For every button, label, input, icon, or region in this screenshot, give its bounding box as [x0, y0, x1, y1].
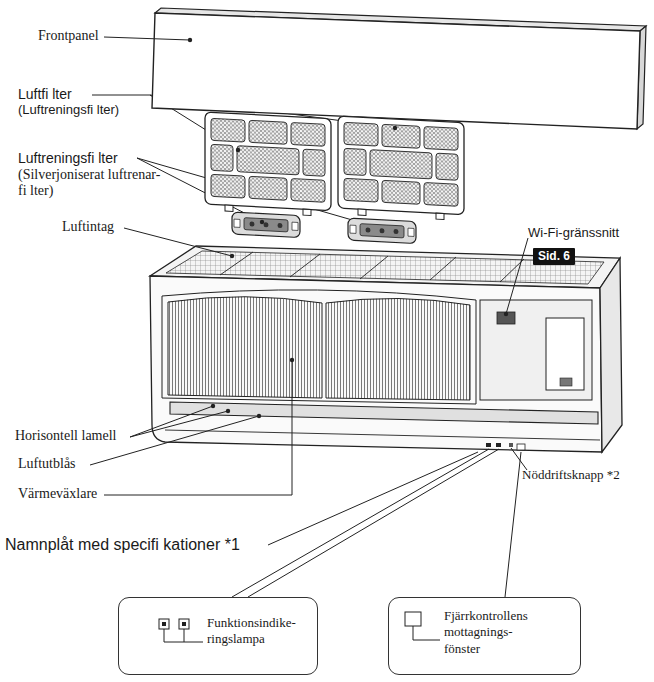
- silver-filter: [348, 218, 416, 244]
- leader-line: [124, 228, 232, 256]
- connector: [560, 378, 572, 386]
- leader-dot: [211, 404, 215, 408]
- leader-dot: [260, 220, 264, 224]
- receiver-symbol: [405, 612, 421, 626]
- leader-dot: [236, 148, 240, 152]
- silver-filter: [232, 212, 300, 238]
- part-label: Luftutblås: [18, 456, 76, 472]
- divider-line: [360, 256, 388, 279]
- part-label: Horisontell lamell: [15, 428, 116, 444]
- bottom-edge: [165, 430, 600, 440]
- wifi-module: [497, 312, 515, 324]
- divider-line: [220, 252, 253, 275]
- part-label: Värmeväxlare: [18, 486, 97, 502]
- leader-line: [104, 37, 190, 40]
- unit-side: [600, 258, 622, 452]
- control-box: [546, 318, 584, 390]
- electrical-section: [480, 300, 592, 400]
- emergency-button: [509, 443, 513, 447]
- leader-dot: [290, 358, 294, 362]
- air-filter: [205, 112, 331, 217]
- heat-exchanger: [326, 298, 470, 400]
- leader-line: [505, 452, 521, 597]
- part-label: Luftintag: [62, 219, 114, 235]
- indoor-unit: [150, 246, 622, 452]
- leader-dot: [226, 409, 230, 413]
- panel-face: [152, 13, 640, 129]
- part-label: Luftreningsfi lter: [18, 150, 118, 166]
- lamp-symbol: [162, 622, 166, 626]
- callout-box: Fjärrkontrollens mottagnings- fönster: [388, 597, 581, 675]
- heat-exchanger: [168, 297, 322, 398]
- leader-line: [104, 360, 292, 495]
- leader-line: [248, 449, 499, 597]
- divider-line: [500, 259, 524, 282]
- part-label: (Luftreningsfi lter): [18, 103, 119, 118]
- indicator-lamp: [496, 443, 501, 447]
- node-text: Sid. 6: [538, 249, 570, 264]
- leader-dot: [257, 414, 261, 418]
- leader-dots: [188, 38, 508, 418]
- leader-dot: [230, 254, 234, 258]
- leader-line: [130, 411, 228, 437]
- horizontal-louver: [170, 402, 598, 424]
- node-text: Fjärrkontrollens mottagnings- fönster: [444, 608, 544, 657]
- leader-dot: [504, 312, 508, 316]
- indicator-symbols: [159, 612, 440, 642]
- air-filter: [338, 116, 464, 221]
- intake-dividers: [220, 252, 524, 282]
- bracket-line: [413, 626, 440, 640]
- leader-line: [130, 406, 213, 437]
- part-label: Wi-Fi-gränssnitt: [528, 226, 619, 241]
- leader-line: [506, 238, 528, 314]
- page-ref-box: Sid. 6: [533, 248, 575, 265]
- front-panel: [152, 8, 646, 129]
- lamp-symbol: [159, 619, 169, 629]
- bracket-line: [164, 629, 203, 642]
- part-label: Frontpanel: [38, 28, 99, 44]
- leader-dot: [393, 126, 397, 130]
- node-text: Funktionsindike- ringslampa: [207, 615, 312, 648]
- leader-lines: [90, 37, 528, 597]
- divider-line: [290, 254, 320, 277]
- lamp-symbol: [182, 622, 186, 626]
- leader-line: [232, 449, 489, 597]
- leader-line: [268, 452, 478, 545]
- part-label: Namnplåt med specifi kationer *1: [5, 536, 240, 554]
- callout-box: Funktionsindike- ringslampa: [118, 597, 318, 675]
- part-label: Luftfi lter: [18, 86, 72, 102]
- divider-line: [430, 257, 456, 280]
- lamp-symbol: [179, 619, 189, 629]
- receiver-window: [517, 444, 525, 450]
- exchanger-frame: [162, 290, 476, 404]
- part-label: (Silverjoniserat luftrenar- fi lter): [18, 167, 168, 199]
- indicator-lamp: [486, 443, 491, 447]
- part-label: Nöddriftsknapp *2: [522, 468, 620, 483]
- unit-front: [150, 276, 602, 452]
- leader-dot: [188, 38, 192, 42]
